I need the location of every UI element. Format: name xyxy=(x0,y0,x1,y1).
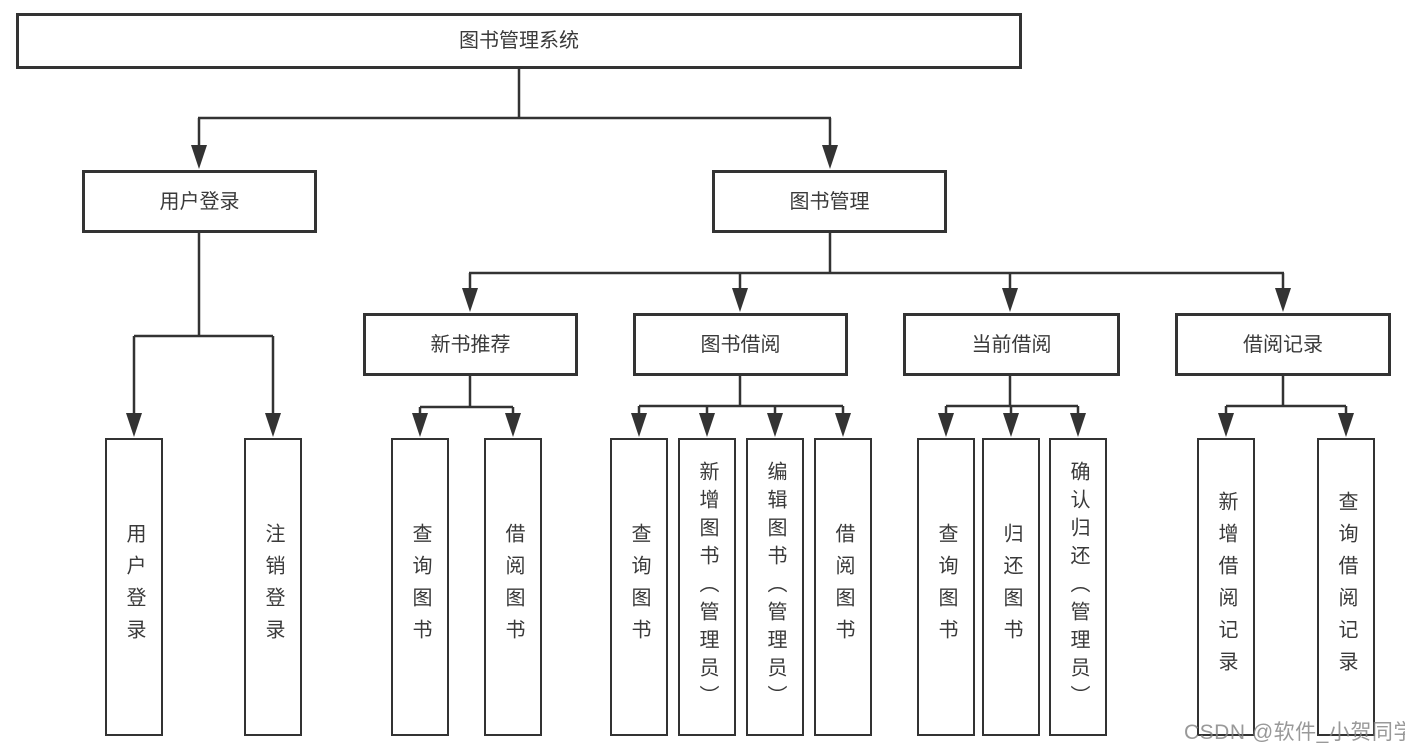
node-user-login-label: 用户登录 xyxy=(159,190,240,213)
csdn-watermark: CSDN @软件_小贺同学 xyxy=(1184,721,1405,744)
node-current-borrowing-label: 当前借阅 xyxy=(971,333,1052,356)
node-new-book-recommendation: 新书推荐 xyxy=(363,313,578,376)
node-book-borrowing-label: 图书借阅 xyxy=(700,333,781,356)
leaf-borrowing-query-books: 查询图书 xyxy=(610,438,668,736)
node-library-system: 图书管理系统 xyxy=(16,13,1022,69)
leaf-borrowing-borrow-books: 借阅图书 xyxy=(814,438,872,736)
leaf-borrowing-add-books-admin-label: 新增图书（管理员） xyxy=(696,461,718,713)
leaf-borrowing-add-books-admin: 新增图书（管理员） xyxy=(678,438,736,736)
leaf-borrowing-borrow-books-label: 借阅图书 xyxy=(832,523,854,651)
node-user-login: 用户登录 xyxy=(82,170,317,233)
leaf-current-confirm-return-admin-label: 确认归还（管理员） xyxy=(1067,461,1089,713)
node-library-system-label: 图书管理系统 xyxy=(459,30,579,52)
leaf-current-query-books: 查询图书 xyxy=(917,438,975,736)
leaf-recommend-borrow-books-label: 借阅图书 xyxy=(502,523,524,651)
leaf-current-return-books: 归还图书 xyxy=(982,438,1040,736)
leaf-borrowing-query-books-label: 查询图书 xyxy=(628,523,650,651)
leaf-borrowing-edit-books-admin-label: 编辑图书（管理员） xyxy=(764,461,786,713)
leaf-current-query-books-label: 查询图书 xyxy=(935,523,957,651)
leaf-user-login: 用户登录 xyxy=(105,438,163,736)
leaf-current-return-books-label: 归还图书 xyxy=(1000,523,1022,651)
node-new-book-recommendation-label: 新书推荐 xyxy=(430,333,511,356)
node-book-management: 图书管理 xyxy=(712,170,947,233)
leaf-records-add-record-label: 新增借阅记录 xyxy=(1215,491,1237,683)
node-borrowing-records: 借阅记录 xyxy=(1175,313,1391,376)
leaf-recommend-borrow-books: 借阅图书 xyxy=(484,438,542,736)
leaf-borrowing-edit-books-admin: 编辑图书（管理员） xyxy=(746,438,804,736)
node-current-borrowing: 当前借阅 xyxy=(903,313,1120,376)
leaf-records-query-record-label: 查询借阅记录 xyxy=(1335,491,1357,683)
node-book-borrowing: 图书借阅 xyxy=(633,313,848,376)
leaf-records-add-record: 新增借阅记录 xyxy=(1197,438,1255,736)
leaf-logout-label: 注销登录 xyxy=(262,523,284,651)
leaf-current-confirm-return-admin: 确认归还（管理员） xyxy=(1049,438,1107,736)
leaf-logout: 注销登录 xyxy=(244,438,302,736)
node-borrowing-records-label: 借阅记录 xyxy=(1243,333,1323,356)
node-book-management-label: 图书管理 xyxy=(789,190,870,213)
leaf-records-query-record: 查询借阅记录 xyxy=(1317,438,1375,736)
leaf-recommend-query-books: 查询图书 xyxy=(391,438,449,736)
leaf-recommend-query-books-label: 查询图书 xyxy=(409,523,431,651)
leaf-user-login-label: 用户登录 xyxy=(123,523,145,651)
